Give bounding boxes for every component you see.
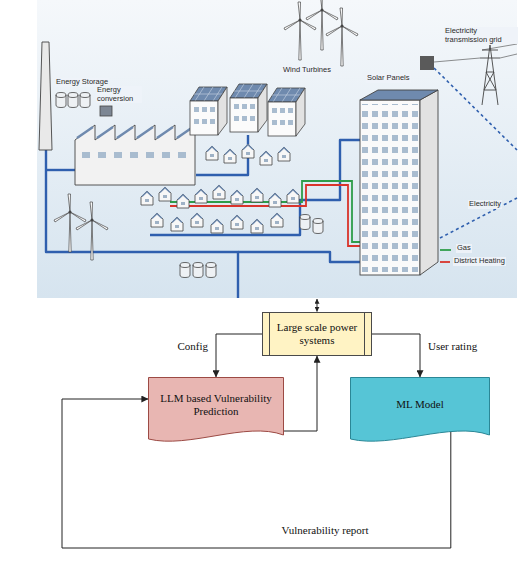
transmission-grid <box>420 44 517 105</box>
node-text: Large scale power systems <box>275 321 359 347</box>
small-houses <box>141 144 323 278</box>
document-shape <box>351 378 490 442</box>
electricity-dotted-lines <box>434 68 517 238</box>
illustration-label: Energy conversion <box>96 86 142 103</box>
flow-connector <box>216 334 262 377</box>
tall-building <box>360 90 438 275</box>
factory <box>39 42 195 185</box>
illustration-label: Wind Turbines <box>282 66 332 75</box>
illustration-label: Electricity transmission grid <box>444 27 518 44</box>
edge-label: Vulnerability report <box>279 524 370 537</box>
solar-houses <box>190 84 305 136</box>
illustration-label: District Heating <box>453 257 506 266</box>
node-outline <box>350 377 490 447</box>
document-box: LLM based Vulnerability Prediction <box>148 377 284 447</box>
flow-connector <box>372 334 420 377</box>
illustration-label: Solar Panels <box>366 74 411 83</box>
illustration-label: Electricity <box>468 200 502 209</box>
document-shape <box>149 378 284 442</box>
edge-label: User rating <box>426 340 479 353</box>
process-shape <box>263 313 372 356</box>
wind-turbines <box>54 0 358 260</box>
node-text: LLM based Vulnerability Prediction <box>156 392 276 418</box>
process-side-bars <box>270 313 365 356</box>
node-text: ML Model <box>396 398 444 411</box>
illustration-label: Gas <box>456 244 472 253</box>
document-box: ML Model <box>350 377 490 447</box>
process-box: Large scale power systems <box>262 312 372 356</box>
flow-connector <box>284 356 317 431</box>
illustration-link-arrow <box>317 299 318 312</box>
illustration-ground <box>37 0 517 298</box>
energy-system-illustration <box>0 0 529 298</box>
edge-label: Config <box>175 340 210 353</box>
